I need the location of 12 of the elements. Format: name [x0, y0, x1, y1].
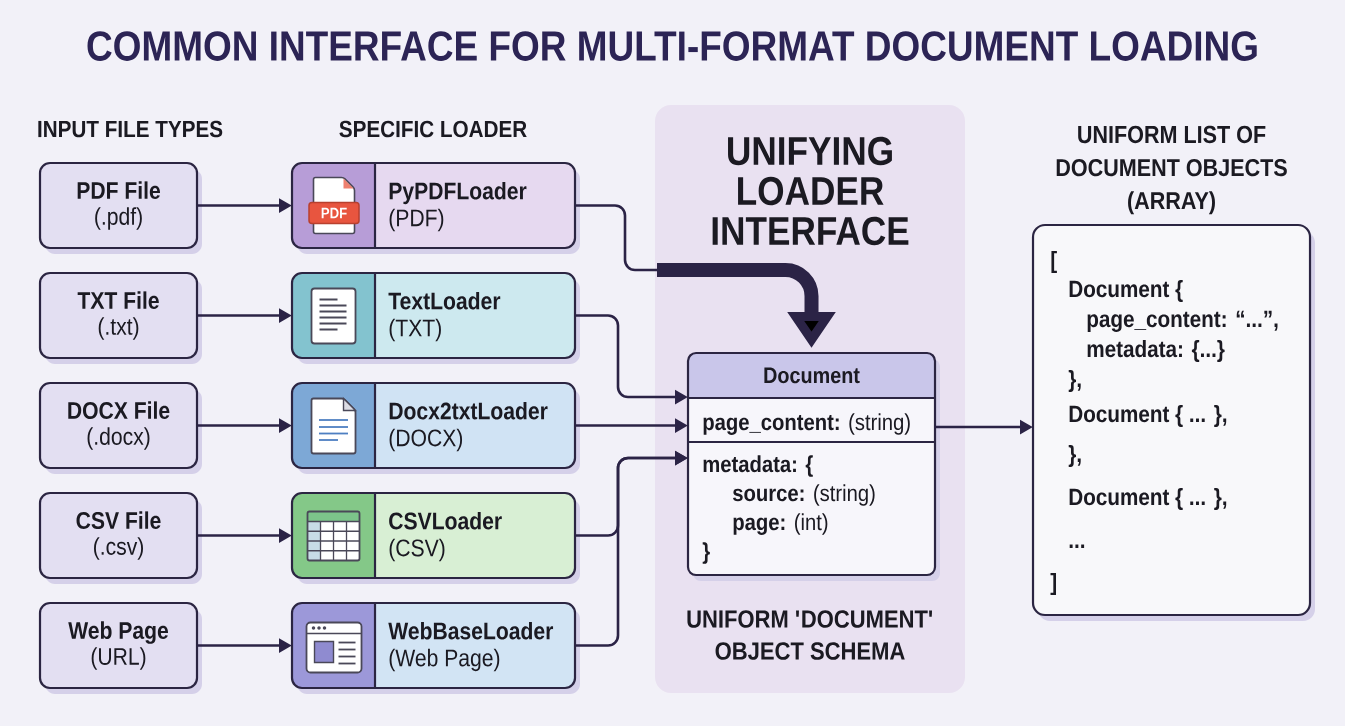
class-box: Document page_content: (string) metadata: { source: (string) page: (int) } [686, 351, 940, 581]
file-type-tag: PDF [308, 201, 360, 225]
file-box: PDF File (.pdf) [38, 161, 202, 254]
column-heading: SPECIFIC LOADER [339, 120, 527, 138]
column-heading: INPUT FILE TYPES [38, 120, 223, 138]
file-box: CSV File (.csv) [38, 491, 202, 584]
list-box: [ Document { page_content: “...”, metadata: {...} }, Document { ... }, }, Document { ... }, ... ] [1031, 223, 1315, 621]
title: COMMON INTERFACE FOR MULTI-FORMAT DOCUMENT LOADING [87, 31, 1257, 61]
file-box: Web Page (URL) [38, 601, 202, 694]
column-heading: UNIFORM LIST OF DOCUMENT OBJECTS (ARRAY) [1056, 125, 1287, 215]
file-box: DOCX File (.docx) [38, 381, 202, 474]
file-box: TXT File (.txt) [38, 271, 202, 364]
